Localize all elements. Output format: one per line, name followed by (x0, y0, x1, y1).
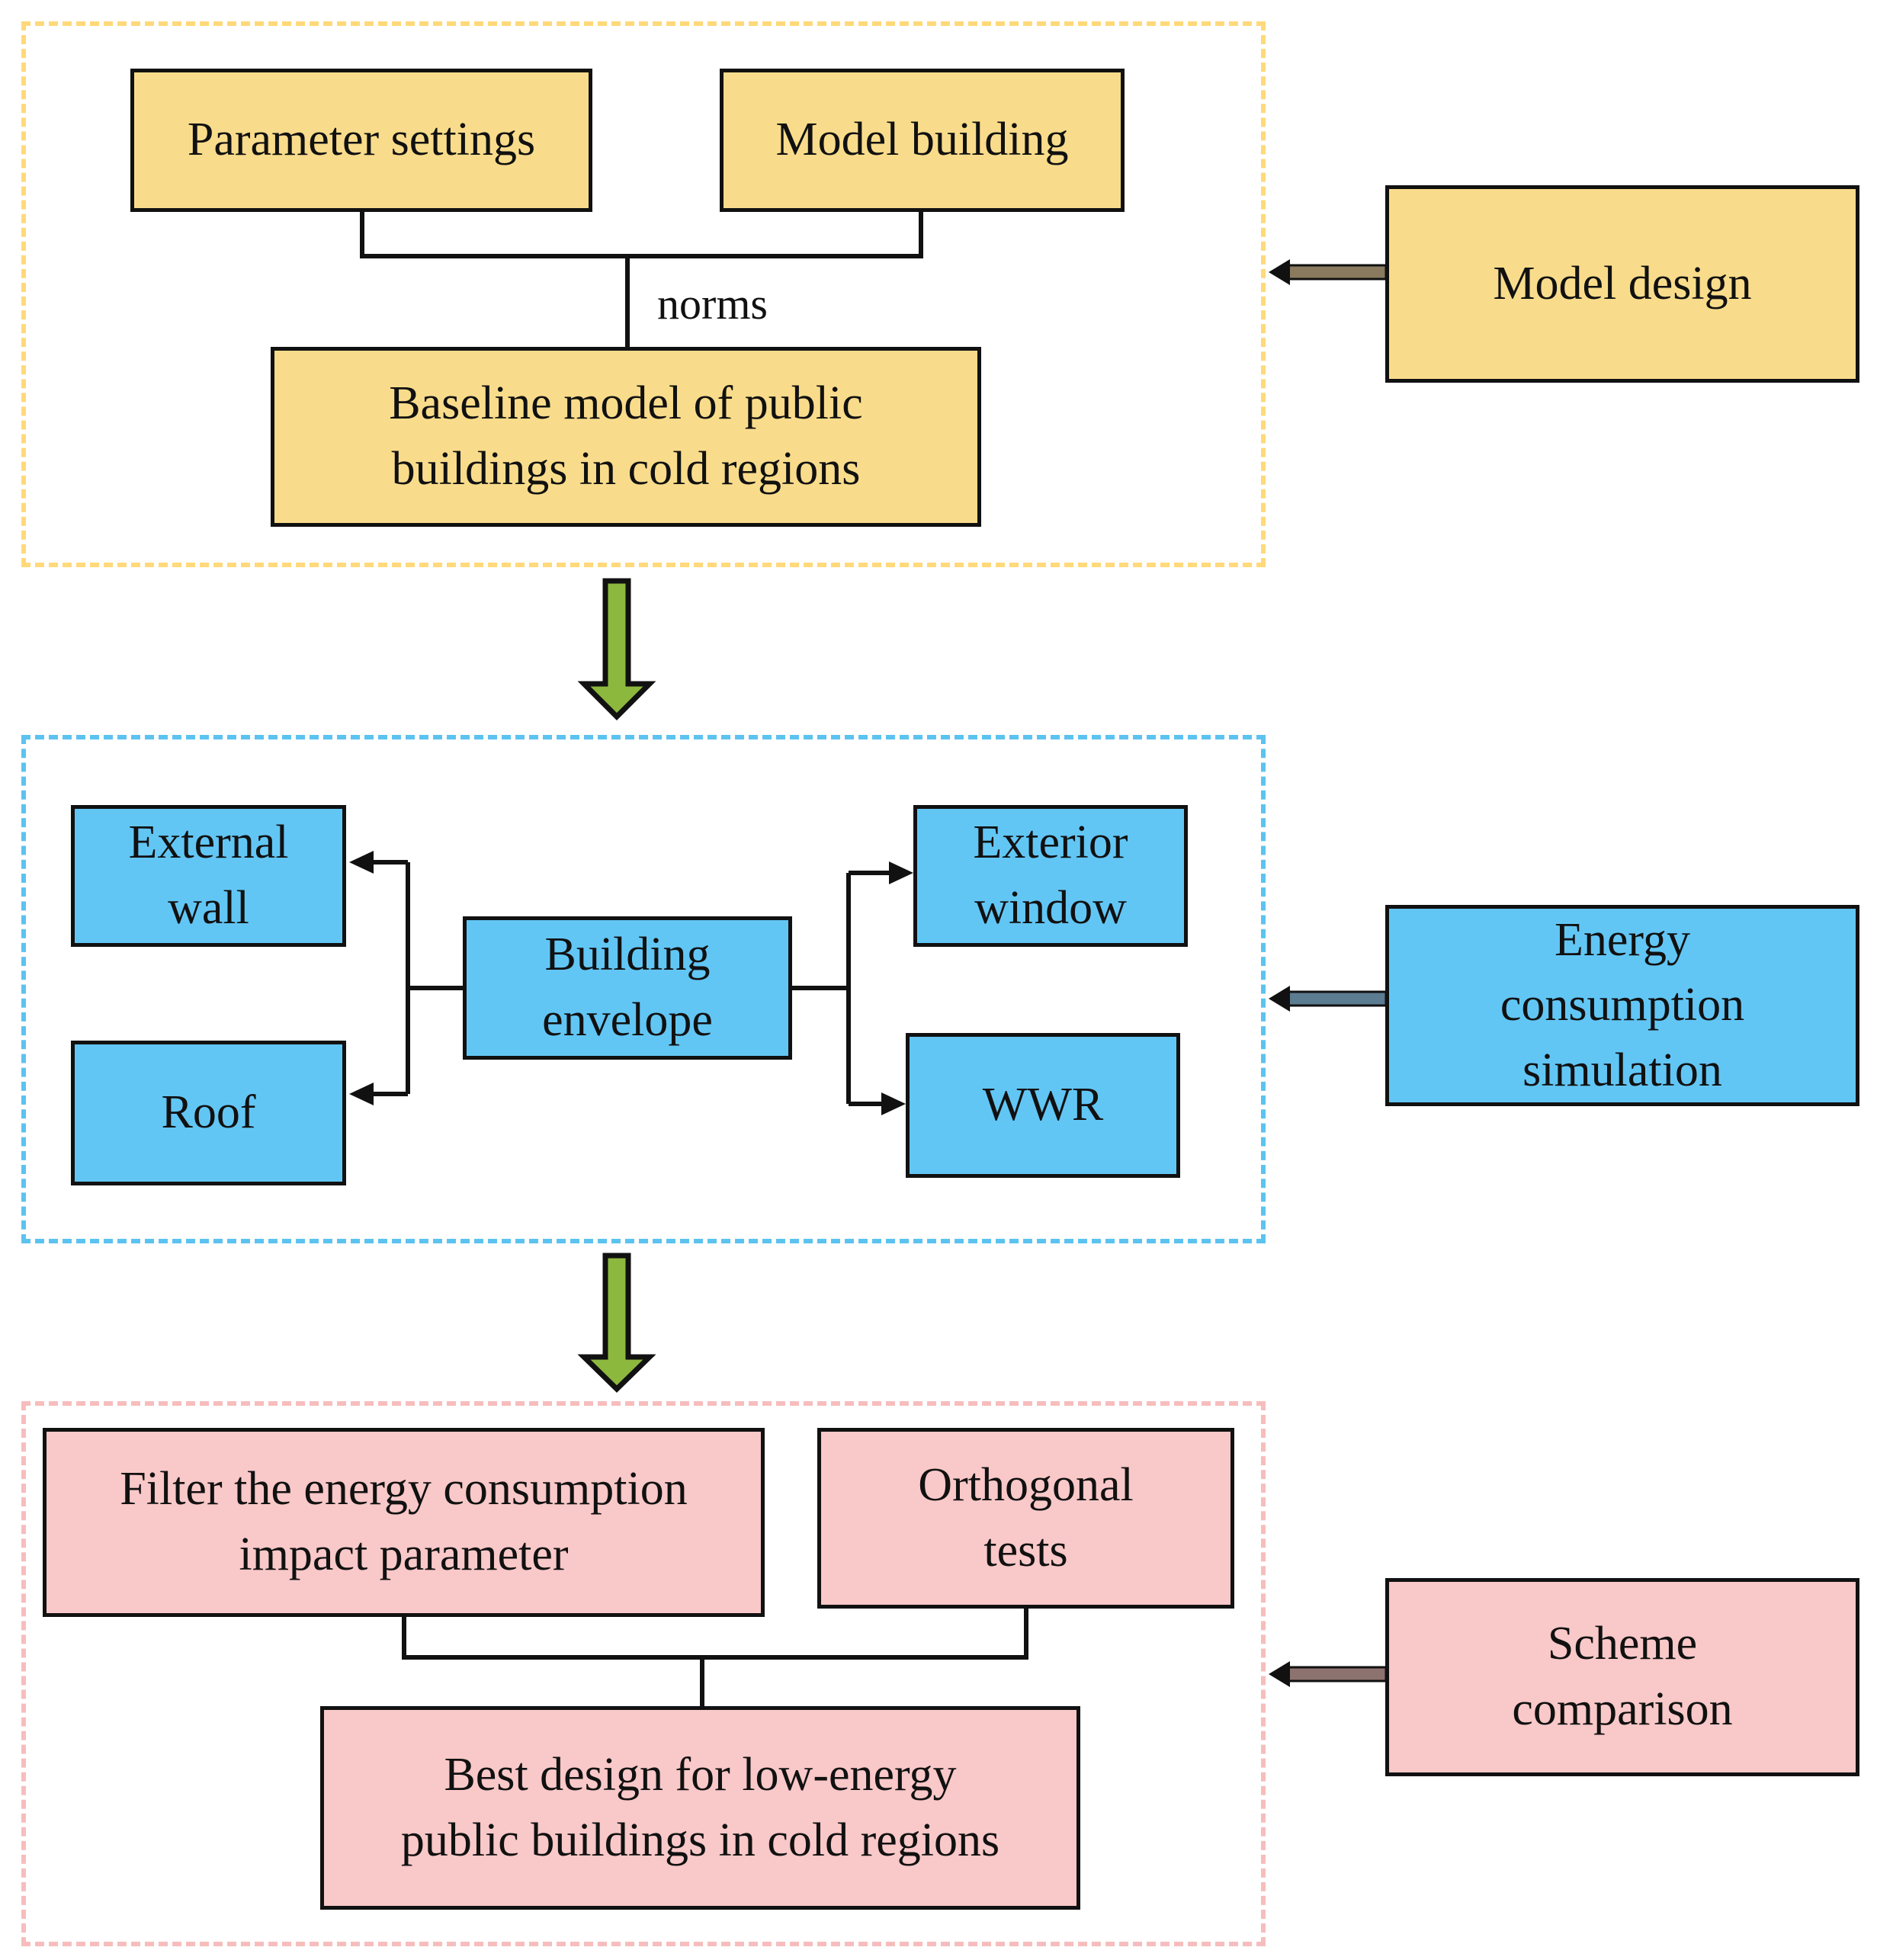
down-arrow-1 (577, 578, 656, 720)
stage1-merge-connector (360, 210, 923, 347)
model-design-box: Model design (1385, 185, 1859, 383)
stage1-frame (21, 21, 1266, 567)
parameter-settings-box: Parameter settings (130, 69, 592, 212)
stage3-merge-connector (402, 1609, 1028, 1706)
arrowhead-to-external-wall (349, 851, 374, 874)
envelope-left-branch (366, 860, 463, 1096)
arrowhead-to-wwr (881, 1092, 906, 1115)
roof-box: Roof (71, 1041, 346, 1185)
stage3-frame (21, 1401, 1266, 1946)
model-building-box: Model building (720, 69, 1125, 212)
filter-parameter-box: Filter the energy consumption impact par… (43, 1428, 765, 1617)
side-arrow-scheme-comparison (1269, 1661, 1388, 1687)
building-envelope-box: Building envelope (463, 916, 792, 1060)
side-arrow-energy-simulation (1269, 986, 1388, 1012)
baseline-model-box: Baseline model of public buildings in co… (271, 347, 981, 527)
exterior-window-box: Exterior window (913, 805, 1188, 947)
external-wall-box: External wall (71, 805, 346, 947)
down-arrow-2 (577, 1253, 656, 1393)
norms-label: norms (657, 279, 768, 329)
best-design-box: Best design for low-energy public buildi… (320, 1706, 1080, 1910)
wwr-box: WWR (906, 1033, 1180, 1178)
arrowhead-to-exterior-window (889, 861, 913, 884)
side-arrow-model-design (1269, 259, 1388, 285)
energy-consumption-simulation-box: Energy consumption simulation (1385, 905, 1859, 1106)
stage2-frame (21, 735, 1266, 1243)
orthogonal-tests-box: Orthogonal tests (817, 1428, 1234, 1609)
arrowhead-to-roof (349, 1083, 374, 1105)
scheme-comparison-box: Scheme comparison (1385, 1578, 1859, 1776)
